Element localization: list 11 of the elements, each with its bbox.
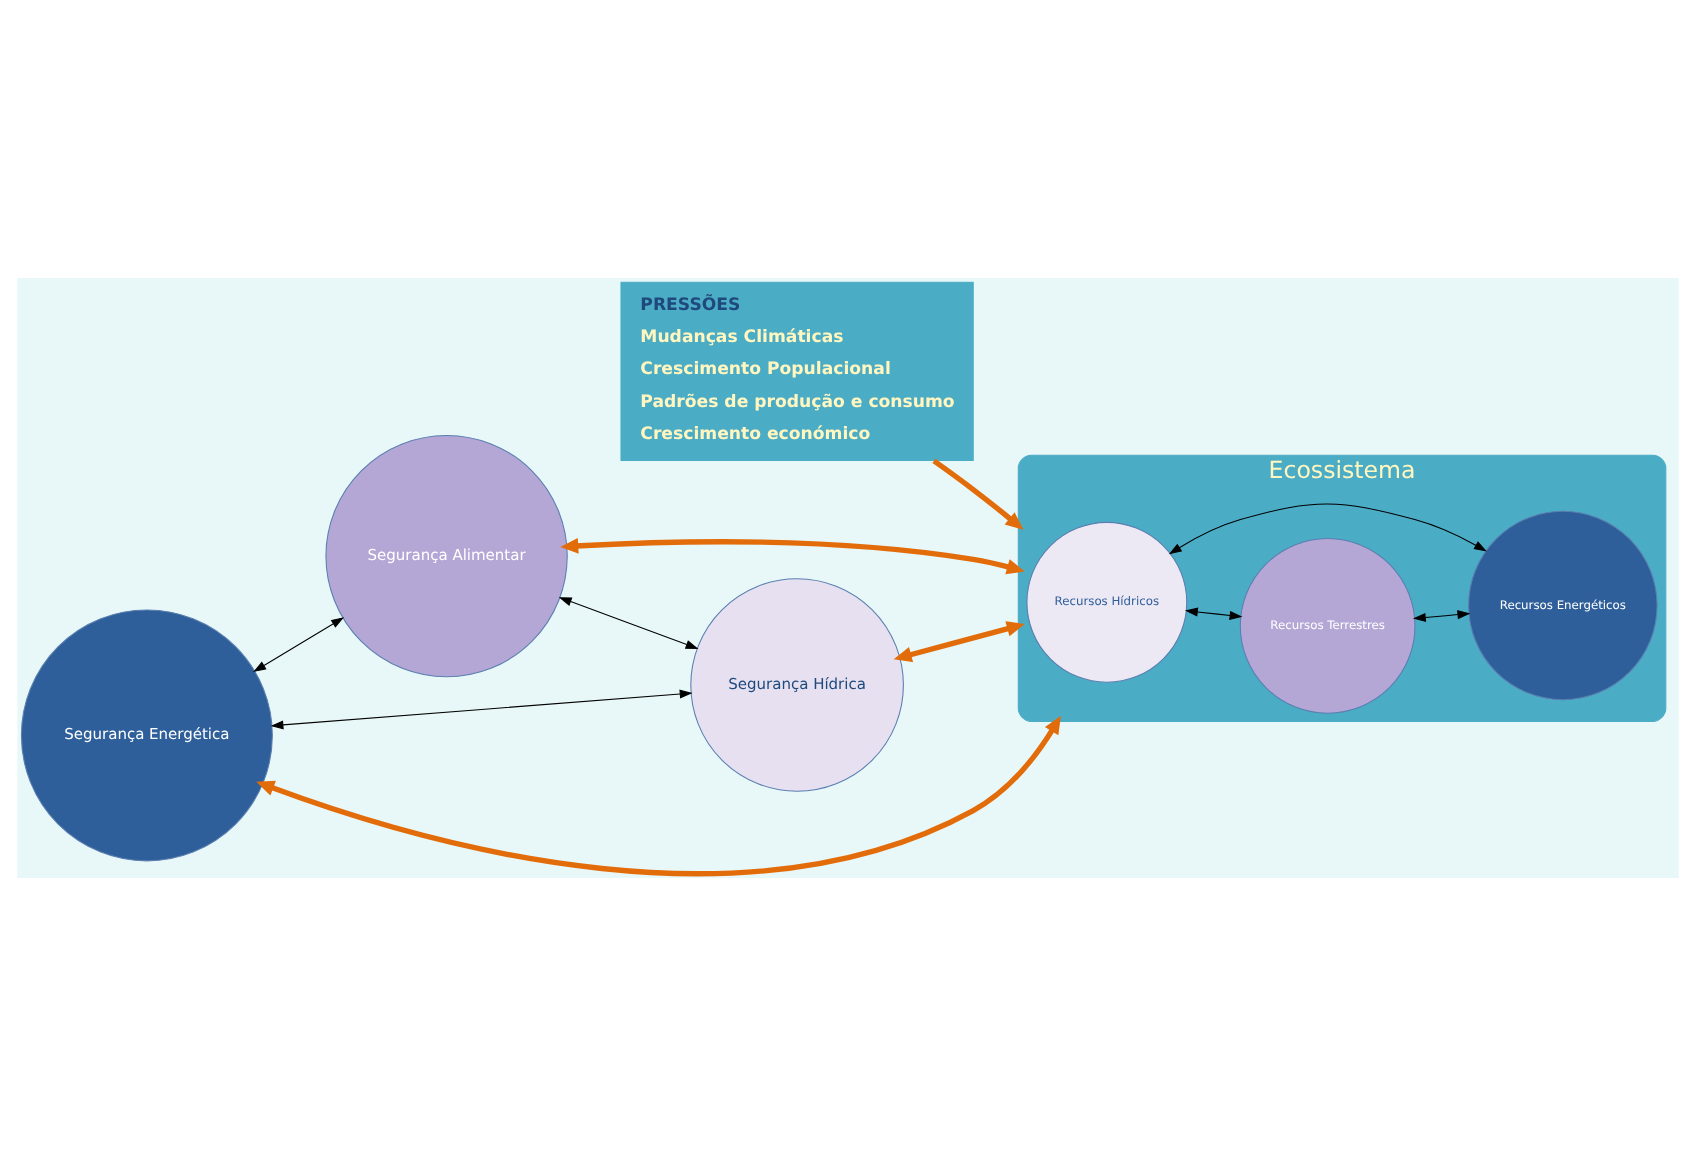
arrow — [256, 715, 1061, 876]
arrow — [932, 458, 1024, 530]
arrow — [1184, 607, 1243, 620]
arrow — [1412, 610, 1471, 622]
node-box: PRESSÕES Mudanças Climáticas Crescimento Populacional Padrões de produção e consumo Crescimento económico — [620, 281, 974, 462]
arrow — [253, 617, 345, 673]
arrow — [893, 621, 1025, 663]
arrow — [560, 538, 1025, 575]
arrow — [1168, 503, 1487, 555]
arrow — [270, 689, 693, 730]
arrow — [558, 597, 699, 649]
